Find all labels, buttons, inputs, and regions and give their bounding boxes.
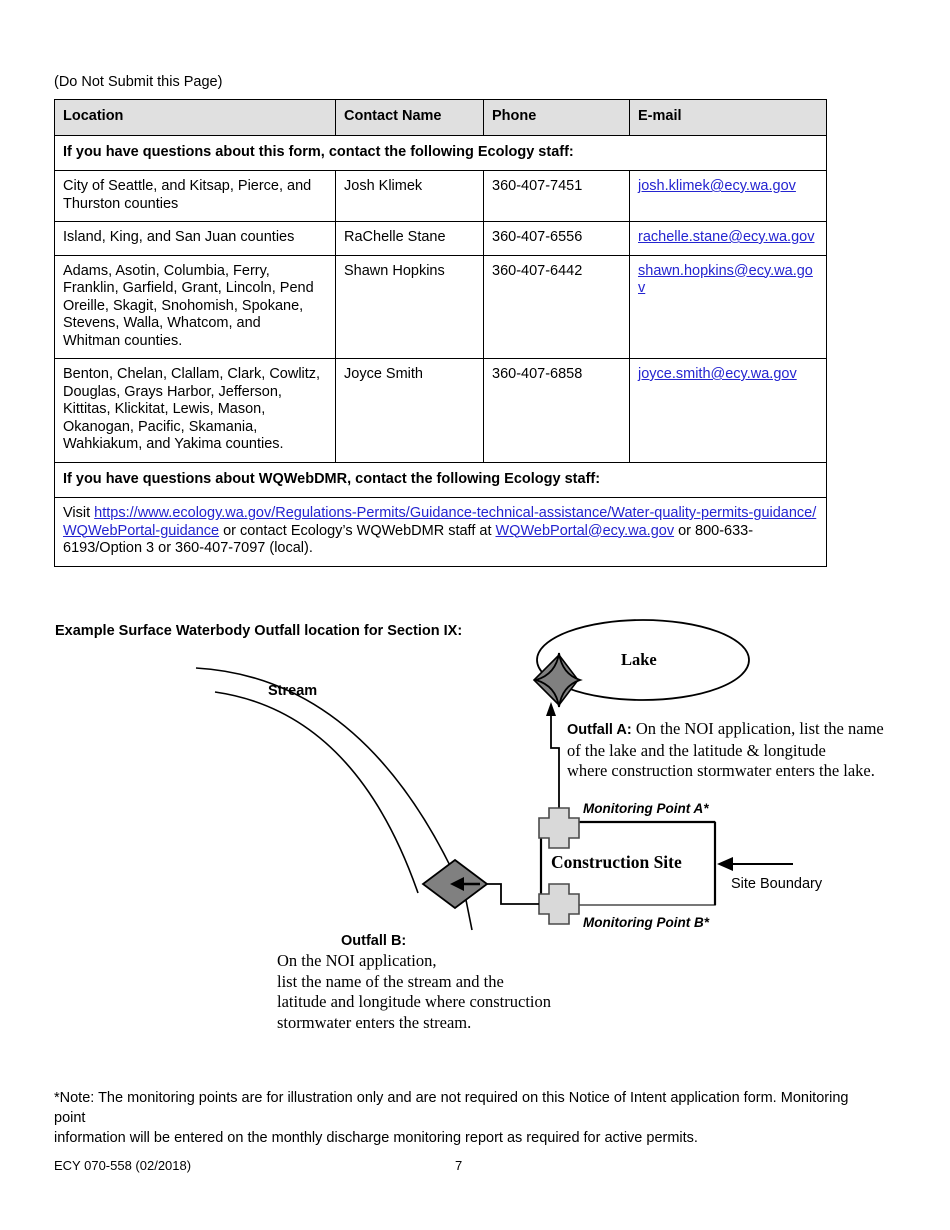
wqwebportal-guidance-link[interactable]: https://www.ecology.wa.gov/Regulations-P…	[63, 505, 817, 539]
outfall-a-star-icon	[532, 652, 583, 708]
site-boundary-label: Site Boundary	[731, 876, 823, 892]
table-row: City of Seattle, and Kitsap, Pierce, and…	[54, 170, 827, 222]
header-phone: Phone	[483, 99, 630, 136]
banner-wqwebdmr-text: If you have questions about WQWebDMR, co…	[54, 461, 827, 498]
outfall-a-line: of the lake and the latitude & longitude	[567, 740, 826, 760]
cell-contact-name: RaChelle Stane	[335, 221, 484, 256]
monitoring-points-footnote: *Note: The monitoring points are for ill…	[54, 1088, 874, 1148]
outfall-a-arrowhead-icon	[546, 702, 556, 716]
location-line: Thurston counties	[63, 195, 179, 212]
table-header-row: Location Contact Name Phone E-mail	[54, 99, 827, 136]
cell-location: Island, King, and San Juan counties	[54, 221, 336, 256]
outfall-b-line: latitude and longitude where constructio…	[277, 992, 552, 1011]
header-email: E-mail	[629, 99, 827, 136]
location-line: Adams, Asotin, Columbia, Ferry,	[63, 262, 270, 279]
email-link[interactable]: rachelle.stane@ecy.wa.gov	[638, 229, 815, 245]
location-line: Franklin, Garfield, Grant, Lincoln, Pend	[63, 280, 314, 296]
cell-location: Adams, Asotin, Columbia, Ferry, Franklin…	[54, 254, 336, 359]
email-link[interactable]: joyce.smith@ecy.wa.gov	[638, 366, 797, 382]
cell-email: josh.klimek@ecy.wa.gov	[629, 170, 827, 222]
form-code: ECY 070-558 (02/2018)	[54, 1158, 192, 1173]
email-link[interactable]: shawn.hopkins@ecy.wa.gov	[638, 262, 813, 297]
table-banner-row-wqwebdmr: If you have questions about WQWebDMR, co…	[54, 461, 827, 498]
outfall-b-line: stormwater enters the stream.	[277, 1012, 472, 1032]
outfall-b-pipe	[476, 883, 539, 905]
location-line: Oreille, Skagit, Snohomish, Spokane,	[63, 297, 304, 314]
location-line: Island, King, and San Juan counties	[63, 229, 295, 245]
cell-wqwebdmr-note: Visit https://www.ecology.wa.gov/Regulat…	[54, 497, 827, 567]
page-number: 7	[455, 1158, 463, 1173]
table-note-row: Visit https://www.ecology.wa.gov/Regulat…	[54, 497, 827, 567]
table-row: Island, King, and San Juan counties RaCh…	[54, 221, 827, 256]
do-not-submit-note: (Do Not Submit this Page)	[54, 74, 223, 90]
table-row: Benton, Chelan, Clallam, Clark, Cowlitz,…	[54, 358, 827, 463]
location-line: Stevens, Walla, Whatcom, and	[63, 315, 261, 331]
location-line: Douglas, Grays Harbor, Jefferson,	[63, 383, 282, 400]
location-line: Wahkiakum, and Yakima counties.	[63, 436, 284, 452]
header-contact-name: Contact Name	[335, 99, 484, 136]
outfall-a-pipe	[550, 710, 560, 818]
header-location: Location	[54, 99, 336, 136]
location-line: Whitman counties.	[63, 332, 183, 349]
footnote-line: information will be entered on the month…	[54, 1130, 698, 1146]
lake-ellipse	[536, 619, 750, 701]
stream-inner-arc	[214, 691, 419, 894]
construction-site-label: Construction Site	[551, 852, 682, 872]
outfall-diagram	[195, 619, 793, 931]
location-line: Benton, Chelan, Clallam, Clark, Cowlitz,	[63, 366, 321, 382]
cell-phone: 360-407-7451	[483, 170, 630, 222]
note-middle: or contact Ecology’s WQWebDMR staff at	[219, 522, 496, 539]
cell-email: rachelle.stane@ecy.wa.gov	[629, 221, 827, 256]
table-row: Adams, Asotin, Columbia, Ferry, Franklin…	[54, 254, 827, 359]
stream-outer-arc	[195, 667, 467, 901]
wqwebportal-email-link[interactable]: WQWebPortal@ecy.wa.gov	[495, 522, 675, 539]
footnote-line: *Note: The monitoring points are for ill…	[54, 1090, 849, 1126]
cell-contact-name: Joyce Smith	[335, 358, 484, 463]
cell-contact-name: Shawn Hopkins	[335, 254, 484, 359]
outfall-a-heading: Outfall A:	[567, 722, 632, 738]
banner-form-text: If you have questions about this form, c…	[54, 134, 827, 171]
outfall-b-description: On the NOI application, list the name of…	[277, 951, 637, 1033]
stream-outer-arc-tail	[465, 899, 473, 931]
outfall-b-arrowhead-icon	[450, 877, 464, 891]
cell-phone: 360-407-6858	[483, 358, 630, 463]
location-line: City of Seattle, and Kitsap, Pierce, and	[63, 178, 312, 194]
lake-label: Lake	[621, 650, 657, 669]
outfall-b-line: list the name of the stream and the	[277, 971, 504, 991]
cell-contact-name: Josh Klimek	[335, 170, 484, 222]
outfall-b-heading: Outfall B:	[341, 933, 407, 949]
outfall-b-line: On the NOI application,	[277, 951, 437, 970]
location-line: Kittitas, Klickitat, Lewis, Mason,	[63, 401, 266, 417]
site-boundary-arrowhead-icon	[717, 857, 733, 871]
note-prefix: Visit	[63, 505, 95, 521]
monitoring-point-a-label: Monitoring Point A*	[583, 801, 709, 816]
note-suffix: or 800-633-6193/Option 3 or 360-407-7097…	[63, 522, 754, 557]
diagram-title: Example Surface Waterbody Outfall locati…	[55, 623, 463, 639]
stream-label: Stream	[268, 683, 318, 699]
monitoring-point-b-icon	[538, 883, 580, 925]
cell-phone: 360-407-6442	[483, 254, 630, 359]
monitoring-point-b-label: Monitoring Point B*	[583, 915, 709, 930]
cell-email: shawn.hopkins@ecy.wa.gov	[629, 254, 827, 359]
cell-location: Benton, Chelan, Clallam, Clark, Cowlitz,…	[54, 358, 336, 463]
cell-email: joyce.smith@ecy.wa.gov	[629, 358, 827, 463]
outfall-a-line: where construction stormwater enters the…	[567, 761, 875, 780]
cell-phone: 360-407-6556	[483, 221, 630, 256]
location-line: Okanogan, Pacific, Skamania,	[63, 418, 258, 435]
outfall-a-line: On the NOI application, list the name	[631, 719, 884, 738]
ecology-contact-table: If you have questions about this form, c…	[54, 99, 827, 567]
outfall-a-description: Outfall A: On the NOI application, list …	[567, 719, 907, 782]
cell-location: City of Seattle, and Kitsap, Pierce, and…	[54, 170, 336, 222]
email-link[interactable]: josh.klimek@ecy.wa.gov	[638, 178, 796, 194]
monitoring-point-a-icon	[538, 807, 580, 849]
table-banner-row: If you have questions about this form, c…	[54, 134, 827, 171]
